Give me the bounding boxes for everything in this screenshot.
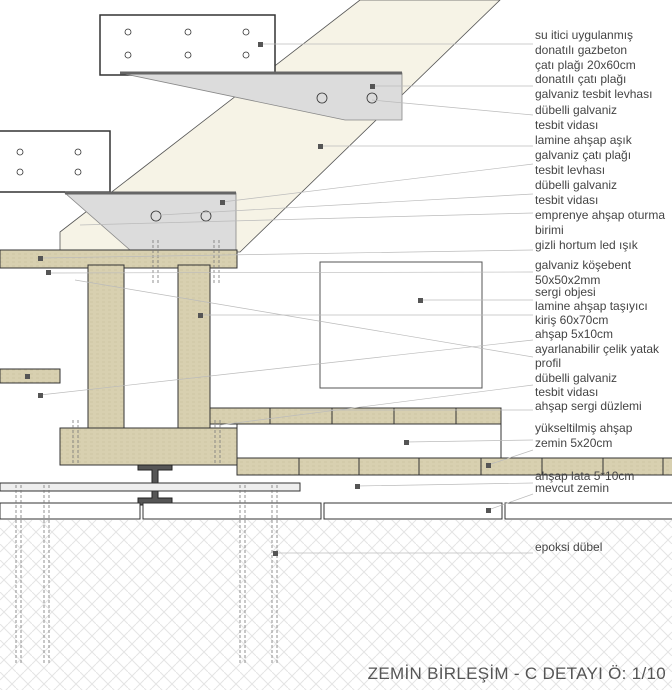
annotation-label: lamine ahşap taşıyıcı (535, 299, 648, 313)
annotation-label: su itici uygulanmış (535, 28, 634, 42)
annotation-label: emprenye ahşap oturma (535, 208, 666, 222)
annotation-label: ayarlanabilir çelik yatak (535, 342, 660, 356)
annotation-label: donatılı gazbeton (535, 43, 628, 57)
annotation-label: zemin 5x20cm (535, 436, 613, 450)
annotation-label: ahşap 5x10cm (535, 327, 614, 341)
annotation-label: donatılı çatı plağı (535, 72, 627, 86)
annotation-label: çatı plağı 20x60cm (535, 58, 636, 72)
leader-lines (39, 43, 534, 554)
exhibit-object (319, 261, 483, 389)
annotation-label: galvaniz köşebent (535, 258, 632, 272)
existing-floor (0, 502, 672, 520)
annotation-label: dübelli galvaniz (535, 371, 618, 385)
annotation-label: kiriş 60x70cm (535, 313, 609, 327)
laminated-post-left (87, 264, 125, 446)
annotation-label: 50x50x2mm (535, 273, 601, 287)
annotation-label: dübelli galvaniz (535, 178, 618, 192)
annotation-label: mevcut zemin (535, 481, 610, 495)
annotation-label: lamine ahşap aşık (535, 133, 632, 147)
drawing-title: ZEMİN BİRLEŞİM - C DETAYI Ö: 1/10 (367, 664, 666, 683)
timber-batten (0, 482, 301, 492)
annotation-label: gizli hortum led ışık (535, 238, 638, 252)
annotation-label: tesbit vidası (535, 193, 599, 207)
gazbeton-slab-left (0, 130, 111, 193)
annotation-label: ahşap lata 5*10cm (535, 469, 635, 483)
annotation-label: birimi (535, 223, 564, 237)
annotation-label: galvaniz çatı plağı (535, 148, 632, 162)
annotation-label: profil (535, 356, 562, 370)
raised-floor (236, 457, 672, 476)
annotation-label: galvaniz tesbit levhası (535, 87, 653, 101)
exhibit-deck (209, 407, 502, 425)
existing-ground-hatch (0, 520, 672, 690)
annotation-label: epoksi dübel (535, 540, 603, 554)
laminated-post-right (177, 264, 211, 446)
bottom-beam (59, 427, 238, 466)
annotation-label: sergi objesi (535, 285, 596, 299)
annotation-label: yükseltilmiş ahşap (535, 421, 633, 435)
annotation-label: tesbit vidası (535, 385, 599, 399)
leader-dots (25, 42, 491, 556)
gazbeton-slab-top (99, 14, 276, 76)
annotation-label: tesbit vidası (535, 118, 599, 132)
annotation-label: ahşap sergi düzlemi (535, 399, 642, 413)
annotation-label: tesbit levhası (535, 163, 606, 177)
epoxy-dowels (15, 240, 278, 665)
annotation-label: dübelli galvaniz (535, 103, 618, 117)
